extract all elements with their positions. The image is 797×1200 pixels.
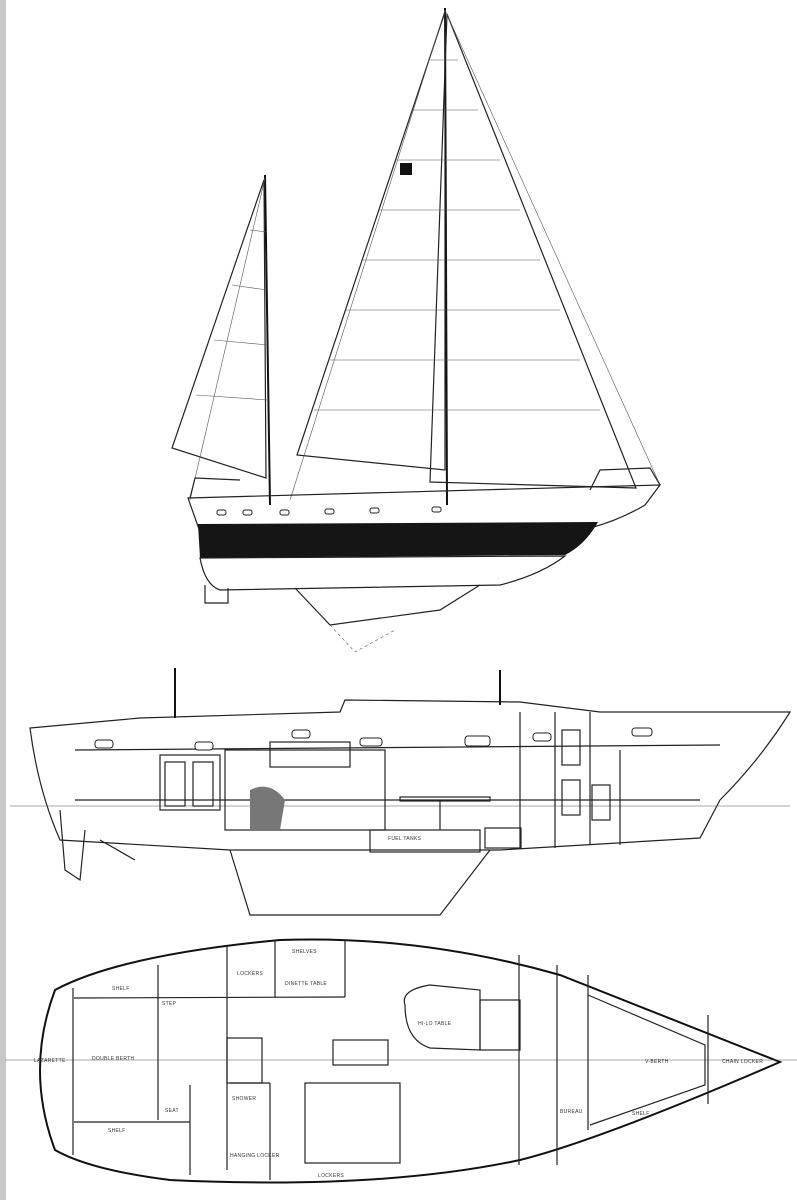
mizzen-sail	[171, 179, 267, 479]
label-double-berth: DOUBLE BERTH	[92, 1056, 134, 1062]
label-seat: SEAT	[165, 1108, 179, 1114]
mizzen-mast	[264, 174, 271, 506]
underbody	[199, 555, 567, 591]
sail-insignia	[400, 163, 412, 175]
label-step: STEP	[162, 1001, 177, 1007]
inboard-profile: FUEL TANKS	[10, 668, 792, 916]
label-fuel-tanks: FUEL TANKS	[388, 836, 422, 842]
rudder-profile	[59, 809, 86, 882]
mainsail	[296, 11, 446, 471]
keel	[294, 584, 481, 626]
sail-battens	[195, 59, 600, 411]
label-lazarette: LAZARETTE	[34, 1058, 66, 1064]
label-lockers-top: LOCKERS	[237, 971, 263, 977]
accommodation-plan: SHELVES LOCKERS DINETTE TABLE SHELF DOUB…	[5, 938, 797, 1184]
hull-band	[198, 522, 598, 558]
label-v-berth: V-BERTH	[645, 1059, 669, 1065]
label-chain-locker: CHAIN LOCKER	[722, 1059, 763, 1065]
rudder	[204, 585, 229, 604]
label-bureau: BUREAU	[560, 1109, 583, 1115]
forestay	[444, 9, 661, 486]
label-shelves: SHELVES	[292, 949, 317, 955]
label-shower: SHOWER	[232, 1096, 256, 1102]
sail-plan	[171, 7, 662, 653]
page-edge	[0, 0, 6, 1200]
backstay	[289, 9, 446, 501]
label-shelf-fwd: SHELF	[632, 1111, 650, 1117]
label-hi-lo-table: HI-LO TABLE	[418, 1021, 452, 1027]
keel-profile	[229, 849, 491, 916]
label-shelf-bottom: SHELF	[108, 1128, 126, 1134]
headsail	[429, 13, 637, 489]
label-hanging-locker: HANGING LOCKER	[230, 1153, 280, 1159]
label-lockers-bottom: LOCKERS	[318, 1173, 344, 1179]
label-dinette-table: DINETTE TABLE	[285, 981, 327, 987]
label-shelf-top: SHELF	[112, 986, 130, 992]
engine	[250, 786, 285, 830]
